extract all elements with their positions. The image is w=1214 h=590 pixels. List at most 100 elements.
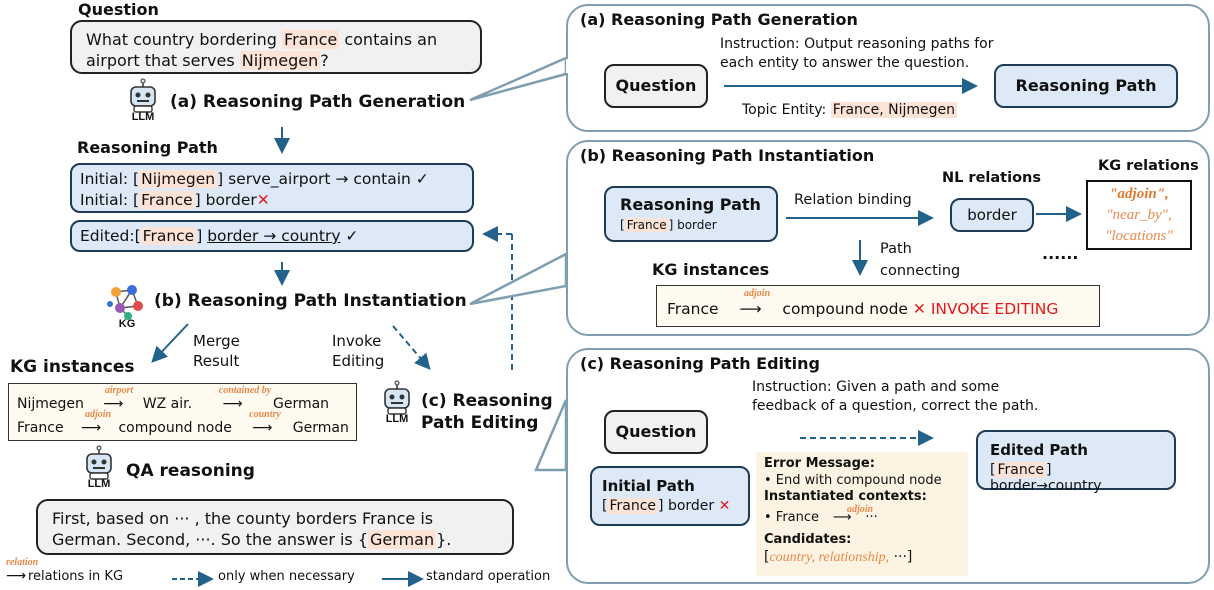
kg-node: Nijmegen xyxy=(17,396,84,412)
edited-path-node: Edited Path [France] border→country xyxy=(976,430,1176,494)
question-text: What country bordering xyxy=(86,30,283,49)
path-text: ] serve_airport → contain ✓ xyxy=(217,170,429,188)
arrow-icon: ⟶ xyxy=(832,509,852,525)
step-c-text: Path Editing xyxy=(421,413,539,433)
robot-icon: LLM xyxy=(82,445,116,491)
kg-node: German xyxy=(292,420,349,436)
question-text: ? xyxy=(320,51,329,70)
topic-entities: France, Nijmegen xyxy=(830,102,958,118)
instruction-text: Instruction: Output reasoning paths for xyxy=(720,36,994,52)
answer-entity: German xyxy=(368,530,437,549)
node-text: ] border xyxy=(658,498,715,514)
question-text: airport that serves xyxy=(86,51,240,70)
invoke-text: Editing xyxy=(332,352,385,370)
step-c-text: (c) Reasoning xyxy=(421,391,553,411)
llm-label: LLM xyxy=(385,413,409,425)
arrow-icon: ⟶ xyxy=(739,300,762,318)
arrow-icon: ⟶ xyxy=(103,396,124,412)
qa-reasoning-heading: QA reasoning xyxy=(126,461,255,481)
feedback-text: • End with compound node xyxy=(764,472,942,488)
arrow-icon: ⟶ xyxy=(222,396,243,412)
legend-text: standard operation xyxy=(426,569,551,584)
question-node: Question xyxy=(604,410,708,454)
path-text: ] border xyxy=(194,191,257,209)
entity-france: France xyxy=(624,218,669,232)
entity-france: France xyxy=(607,498,659,514)
step-c-label: (c) Reasoning Path Editing xyxy=(421,390,553,434)
panel-a-title: (a) Reasoning Path Generation xyxy=(580,10,858,29)
qa-text: First, based on ··· , the county borders… xyxy=(52,509,434,528)
kg-graph-icon: KG xyxy=(106,284,148,332)
kg-relation-candidate: "locations" xyxy=(1105,228,1173,244)
kg-node: France xyxy=(17,420,64,436)
qa-answer-box: First, based on ··· , the county borders… xyxy=(36,499,514,555)
path-text: Initial: [ xyxy=(80,191,140,209)
kg-instances-heading: KG instances xyxy=(10,357,135,377)
feedback-heading: Candidates: xyxy=(764,531,852,547)
kg-relation: adjoin xyxy=(846,503,874,515)
kg-relations-box: "adjoin", "near_by", "locations" xyxy=(1086,180,1192,250)
kg-instance-row: France adjoin ⟶ compound node ✕ INVOKE E… xyxy=(667,288,1059,318)
kg-relation-candidate: "near_by", xyxy=(1106,207,1172,223)
merge-text: Result xyxy=(193,352,240,370)
kg-relation: airport xyxy=(104,385,134,396)
initial-path-node: Initial Path [France] border ✕ xyxy=(590,466,750,526)
arrow-icon: ⟶ xyxy=(252,420,273,436)
feedback-box: Error Message: • End with compound node … xyxy=(756,452,968,576)
kg-node: WZ air. xyxy=(142,396,193,412)
nl-relations-label: NL relations xyxy=(942,170,1041,186)
cross-icon: ✕ xyxy=(718,498,731,514)
kg-relation: contained by xyxy=(218,385,272,396)
robot-icon: LLM xyxy=(380,380,414,426)
edited-relation: border → country xyxy=(207,227,341,245)
kg-label: KG xyxy=(118,318,136,330)
cross-icon: ✕ xyxy=(256,191,270,209)
feedback-heading: Error Message: xyxy=(764,456,875,471)
llm-label: LLM xyxy=(131,111,155,123)
invoke-editing-label: Invoke Editing xyxy=(332,331,384,371)
kg-relations-label: KG relations xyxy=(1098,158,1199,174)
kg-row-1: Nijmegen airport ⟶ WZ air. contained by … xyxy=(17,385,330,412)
kg-relation-candidate: "adjoin", xyxy=(1109,186,1169,202)
entity-france: France xyxy=(139,191,195,209)
kg-instances-box: Nijmegen airport ⟶ WZ air. contained by … xyxy=(8,383,357,441)
merge-result-label: Merge Result xyxy=(193,331,240,371)
arrow-icon: ⟶ xyxy=(6,568,27,584)
kg-relation: country xyxy=(249,409,281,420)
node-title: Edited Path xyxy=(990,441,1088,459)
kg-row-2: France adjoin ⟶ compound node country ⟶ … xyxy=(17,409,349,436)
merge-text: Merge xyxy=(193,332,240,350)
entity-france: France xyxy=(140,227,197,245)
feedback-text: ··· xyxy=(865,509,878,525)
feedback-text: [ xyxy=(764,549,770,565)
node-text: ] border xyxy=(668,218,717,232)
question-node: Question xyxy=(604,64,708,108)
question-heading: Question xyxy=(78,0,159,19)
label-text: Path xyxy=(880,241,912,257)
reasoning-path-heading: Reasoning Path xyxy=(77,138,218,157)
invoke-text: Invoke xyxy=(332,332,382,350)
topic-text: Topic Entity: xyxy=(742,102,831,118)
legend-text: only when necessary xyxy=(218,569,355,584)
panel-b-title: (b) Reasoning Path Instantiation xyxy=(580,146,875,165)
question-text: contains an xyxy=(339,30,438,49)
kg-node: German xyxy=(272,396,330,412)
path-text: Edited:[ xyxy=(80,227,141,245)
robot-icon: LLM xyxy=(126,78,160,124)
entity-nijmegen: Nijmegen xyxy=(139,170,218,188)
llm-label: LLM xyxy=(87,478,111,490)
entity-france: France xyxy=(995,462,1047,478)
kg-node: France xyxy=(667,300,719,318)
instruction-text: feedback of a question, correct the path… xyxy=(752,398,1039,414)
legend: relation ⟶ relations in KG only when nec… xyxy=(6,557,566,588)
invoke-editing-text: INVOKE EDITING xyxy=(930,300,1059,318)
qa-text: }. xyxy=(436,530,452,549)
edited-path-box: Edited:[France] border → country ✓ xyxy=(70,220,474,252)
dashed-arrow-icon xyxy=(172,571,214,587)
feedback-text: ···] xyxy=(889,549,913,565)
feedback-heading: Instantiated contexts: xyxy=(764,489,927,504)
panel-c-title: (c) Reasoning Path Editing xyxy=(580,354,820,373)
